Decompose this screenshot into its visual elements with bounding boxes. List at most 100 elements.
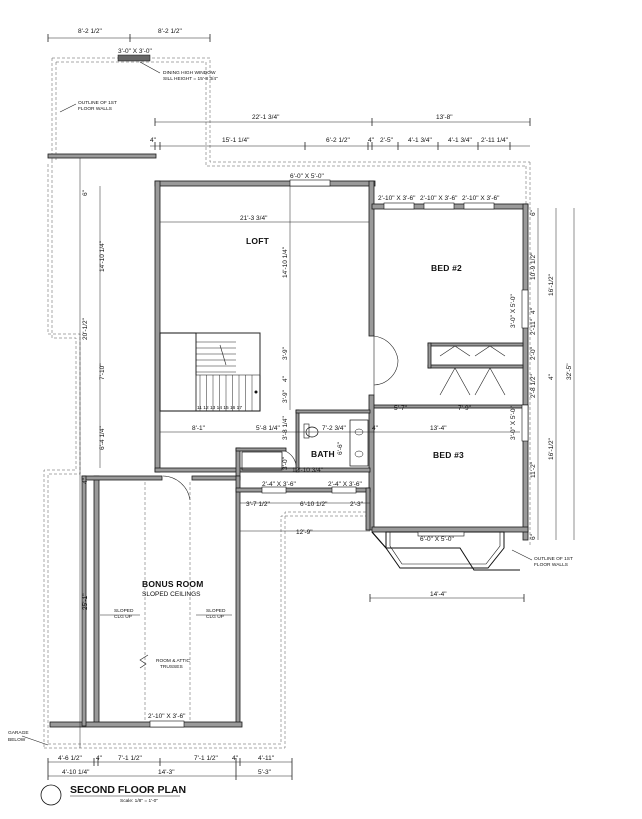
dim-left-e: 6'-4 1/4" (99, 426, 106, 450)
dim-low-b: 6'-10 1/2" (300, 501, 328, 508)
outline-note-right: OUTLINE OF 1ST FLOOR WALLS (511, 549, 573, 568)
dim-bot-h: 14'-3" (158, 769, 175, 776)
garage-note-1: GARAGE (8, 730, 29, 736)
room-label-bonus: BONUS ROOM (142, 579, 204, 589)
scale-label: Scale: 1/8" = 1'-0" (120, 798, 158, 804)
interior-dimensions: 21'-3 3/4" 14'-10 1/4" 3'-9" 4" 3'-9" 3'… (160, 186, 525, 602)
dim-left-f: 4" (82, 477, 89, 484)
dim-stair-b: 4" (282, 375, 289, 382)
room-label-bed2: BED #2 (431, 263, 462, 273)
outline-note-top-1: OUTLINE OF 1ST (78, 100, 117, 106)
left-dimensions: 6" 14'-10 1/4" 20'-1/2" 7'-10" 6'-4 1/4"… (79, 158, 106, 748)
window-bonus-label: 2'-10" X 3'-6" (148, 713, 186, 720)
dim-right-l: 6" (530, 533, 537, 540)
room-label-bed3: BED #3 (433, 450, 464, 460)
window-bed2-side-label: 3'-0" X 5'-0" (510, 293, 517, 328)
dim-stair-d: 3'-8 1/4" (282, 416, 289, 440)
dim-top-a: 8'-2 1/2" (78, 28, 102, 35)
dim-seg-6: 4'-1 3/4" (408, 137, 432, 144)
dim-bot-g: 4'-10 1/4" (62, 769, 90, 776)
dim-left-a: 6" (82, 189, 89, 196)
dim-right-d: 4" (530, 307, 537, 314)
dim-left-b: 14'-10 1/4" (99, 240, 106, 272)
dim-bed3-width: 14'-4" (430, 591, 447, 598)
dim-right-k: 32'-5" (566, 363, 573, 380)
title-block: SECOND FLOOR PLAN Scale: 1/8" = 1'-0" (40, 784, 186, 806)
overall-dimensions-top: 22'-1 3/4" 13'-8" 4" 15'-1 1/4" 6'-2 1/2… (150, 114, 531, 150)
dim-left-d: 7'-10" (99, 363, 106, 380)
room-label-loft: LOFT (246, 236, 270, 246)
outline-note-top-2: FLOOR WALLS (78, 106, 112, 112)
window-bed3-bay-label: 6'-0" X 5'-0" (420, 536, 455, 543)
dim-bot-e: 4" (232, 755, 239, 762)
dim-left-c: 20'-1/2" (82, 317, 89, 340)
window-bed2-c-label: 2'-10" X 3'-6" (462, 195, 500, 202)
window-markers: 6'-0" X 5'-0" 2'-10" X 3'-6" 2'-10" X 3'… (148, 173, 529, 728)
window-bath-b-label: 2'-4" X 3'-6" (328, 481, 363, 488)
bath-fixtures (241, 419, 369, 471)
outline-note-top: OUTLINE OF 1ST FLOOR WALLS (59, 100, 117, 113)
dim-loft-height: 14'-10 1/4" (282, 246, 289, 278)
stair-numbers: 11 12 13 14 15 16 17 (197, 405, 242, 411)
dim-seg-5: 2'-5" (380, 137, 394, 144)
dim-right-i: 11'-2" (530, 461, 537, 478)
page-title: SECOND FLOOR PLAN (70, 784, 186, 796)
dim-bot-c: 7'-1 1/2" (118, 755, 142, 762)
staircase[interactable]: 11 12 13 14 15 16 17 (159, 332, 261, 412)
dim-low-c: 2'-3" (350, 501, 364, 508)
trusses-note-2: TRUSSES (160, 664, 183, 670)
window-bed2-b-label: 2'-10" X 3'-6" (420, 195, 458, 202)
right-dimensions: 6" 10'-9 1/2" 16'-1/2" 4" 2'-11" 2'-0" 4… (530, 208, 575, 540)
dim-right-a: 6" (530, 209, 537, 216)
sloped-right-2: CLG UP (206, 614, 224, 620)
room-label-bath: BATH (311, 449, 335, 459)
dim-mid-a: 8'-1" (192, 425, 206, 432)
dim-right-c: 16'-1/2" (548, 273, 555, 296)
doors[interactable] (162, 335, 506, 501)
window-loft-label: 6'-0" X 5'-0" (290, 173, 325, 180)
dining-window: 3'-0" X 3'-0" DINING HIGH WINDOW SILL HE… (117, 48, 218, 82)
dim-low-a: 3'-7 1/2" (246, 501, 270, 508)
dining-window-note-2: SILL HEIGHT = 15'-8 3/4" (163, 76, 218, 82)
dim-top-b: 8'-2 1/2" (158, 28, 182, 35)
dim-mid-f: 5'-7" (394, 405, 408, 412)
dim-bot-a: 4'-6 1/2" (58, 755, 82, 762)
dim-seg-7: 4'-1 3/4" (448, 137, 472, 144)
garage-note: GARAGE BELOW (8, 730, 49, 746)
window-bed3-side-label: 3'-0" X 5'-0" (510, 405, 517, 440)
dim-right-b: 10'-9 1/2" (530, 252, 537, 280)
dim-bot-i: 5'-3" (258, 769, 272, 776)
window-dining-label: 3'-0" X 3'-0" (118, 48, 153, 55)
dim-mid-c: 7'-2 3/4" (322, 425, 346, 432)
bottom-dimensions: 4'-6 1/2" 4" 7'-1 1/2" 7'-1 1/2" 4" 4'-1… (47, 755, 293, 780)
sloped-right-1: SLOPED (206, 608, 226, 614)
dim-stair-c: 3'-9" (282, 389, 289, 403)
dim-left-g: 25'-1" (82, 593, 89, 610)
sloped-left-2: CLG UP (114, 614, 132, 620)
dim-seg-3: 6'-2 1/2" (326, 137, 350, 144)
dim-right-h: 2'-8 1/2" (530, 374, 537, 398)
dim-mid-g: 7'-9" (458, 405, 472, 412)
dim-loft-width: 21'-3 3/4" (240, 215, 268, 222)
room-label-bonus-sub: SLOPED CEILINGS (142, 591, 201, 598)
outline-note-right-2: FLOOR WALLS (534, 562, 568, 568)
dim-seg-4: 4" (368, 137, 375, 144)
dim-seg-1: 4" (150, 137, 157, 144)
trusses-note-1: ROOM & ATTIC (156, 658, 191, 664)
dim-bot-d: 7'-1 1/2" (194, 755, 218, 762)
dim-mid-b: 5'-8 1/4" (256, 425, 280, 432)
dim-low-d: 12'-9" (296, 529, 313, 536)
window-bed2-a-label: 2'-10" X 3'-6" (378, 195, 416, 202)
dim-stair-e: 3'-0" (282, 456, 289, 470)
dim-right-e: 2'-11" (530, 318, 537, 335)
dim-bath-w: 12'-10 3/4" (292, 467, 324, 474)
sloped-left-1: SLOPED (114, 608, 134, 614)
dim-overall-right: 13'-8" (436, 114, 453, 121)
garage-note-2: BELOW (8, 737, 26, 743)
dim-stair-a: 3'-9" (282, 346, 289, 360)
dining-window-note-1: DINING HIGH WINDOW (163, 70, 216, 76)
dim-mid-d: 4" (372, 425, 379, 432)
dim-seg-2: 15'-1 1/4" (222, 137, 250, 144)
top-dimension-strip: 8'-2 1/2" 8'-2 1/2" (47, 28, 211, 42)
dim-right-g: 4" (548, 373, 555, 380)
